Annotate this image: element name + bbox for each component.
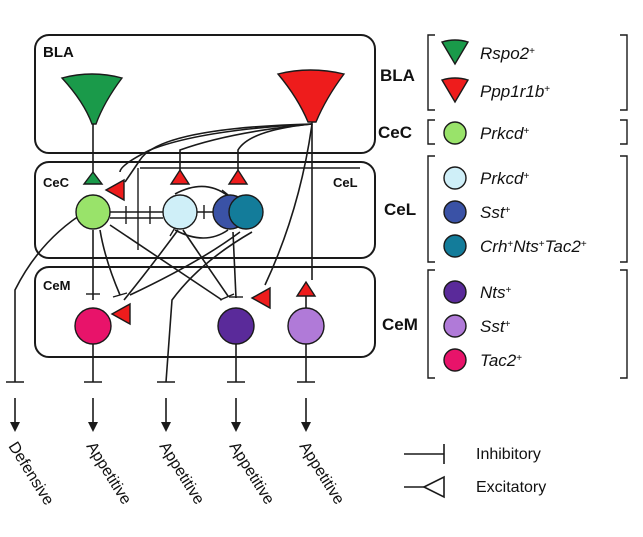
excitatory-synapse-ppp1r1b-sst [227, 168, 249, 185]
legend-item-ppp1r1b: Ppp1r1b+ [480, 82, 550, 101]
legend-swatch-rspo2 [440, 39, 470, 66]
legend-bracket-cel [427, 155, 435, 263]
legend-swatch-tac2-cem [443, 348, 467, 372]
excitatory-synapse-ppp1r1b-cem-sst [295, 280, 317, 297]
output-label-appetitive-1: Appetitive [83, 439, 135, 508]
legend-group-cec: CeC [378, 123, 412, 142]
cem-sst-neuron [287, 307, 325, 345]
region-label-cel: CeL [333, 175, 358, 190]
legend-swatch-prkcd-cel [443, 166, 467, 190]
legend-bracket-bla [427, 34, 435, 111]
legend-swatch-ppp1r1b [440, 77, 470, 104]
legend-item-prkcd-cec: Prkcd+ [480, 124, 529, 143]
excitatory-synapse-ppp1r1b-tac2 [110, 302, 131, 326]
bla-rspo2-neuron [60, 73, 124, 125]
circuit-wires [14, 122, 313, 383]
legend-bracket-cec [427, 119, 435, 145]
legend-swatch-sst-cel [443, 200, 467, 224]
legend-group-cel: CeL [384, 200, 416, 219]
region-label-bla: BLA [43, 44, 74, 61]
legend: BLA CeC CeL CeM Rspo2+ Ppp1r1b+ Prkcd+ P… [378, 34, 628, 499]
legend-group-bla: BLA [380, 66, 415, 85]
legend-item-rspo2: Rspo2+ [480, 44, 535, 63]
legend-item-sst-cem: Sst+ [480, 317, 511, 336]
cel-prkcd-neuron [162, 194, 198, 230]
cel-crh-nts-tac2-neuron [228, 194, 264, 230]
legend-inhibitory-label: Inhibitory [476, 446, 541, 463]
excitatory-synapse-ppp1r1b-prkcd [169, 168, 191, 185]
excitatory-synapse-ppp1r1b-cec [104, 178, 125, 202]
bla-ppp1r1b-neuron [276, 69, 346, 123]
legend-item-crh-nts-tac2: Crh+Nts+Tac2+ [480, 237, 587, 256]
region-label-cem: CeM [43, 278, 70, 293]
legend-item-prkcd-cel: Prkcd+ [480, 169, 529, 188]
legend-excitatory-label: Excitatory [476, 479, 546, 496]
legend-item-tac2-cem: Tac2+ [480, 351, 522, 370]
output-label-appetitive-3: Appetitive [226, 439, 278, 508]
cem-region-box [34, 266, 376, 358]
legend-item-nts-cem: Nts+ [480, 283, 512, 302]
output-label-appetitive-2: Appetitive [156, 439, 208, 508]
legend-bracket-cem [427, 269, 435, 379]
legend-swatch-prkcd-cec [443, 121, 467, 145]
output-label-appetitive-4: Appetitive [296, 439, 348, 508]
cec-prkcd-neuron [75, 194, 111, 230]
output-arrows [10, 398, 311, 432]
excitatory-synapse-ppp1r1b-nts [250, 286, 271, 310]
legend-swatch-nts-cem [443, 280, 467, 304]
bla-region-box [34, 34, 376, 154]
legend-group-cem: CeM [382, 315, 418, 334]
cea-lateral-region-box [34, 161, 376, 259]
legend-swatch-sst-cem [443, 314, 467, 338]
excitatory-synapse-rspo2-cec [82, 170, 104, 185]
cem-nts-neuron [217, 307, 255, 345]
output-label-defensive: Defensive [5, 439, 57, 508]
cem-tac2-neuron [74, 307, 112, 345]
legend-item-sst-cel: Sst+ [480, 203, 511, 222]
legend-excitatory-triangle [422, 475, 445, 499]
region-label-cec: CeC [43, 175, 70, 190]
legend-swatch-crh-nts-tac2 [443, 234, 467, 258]
